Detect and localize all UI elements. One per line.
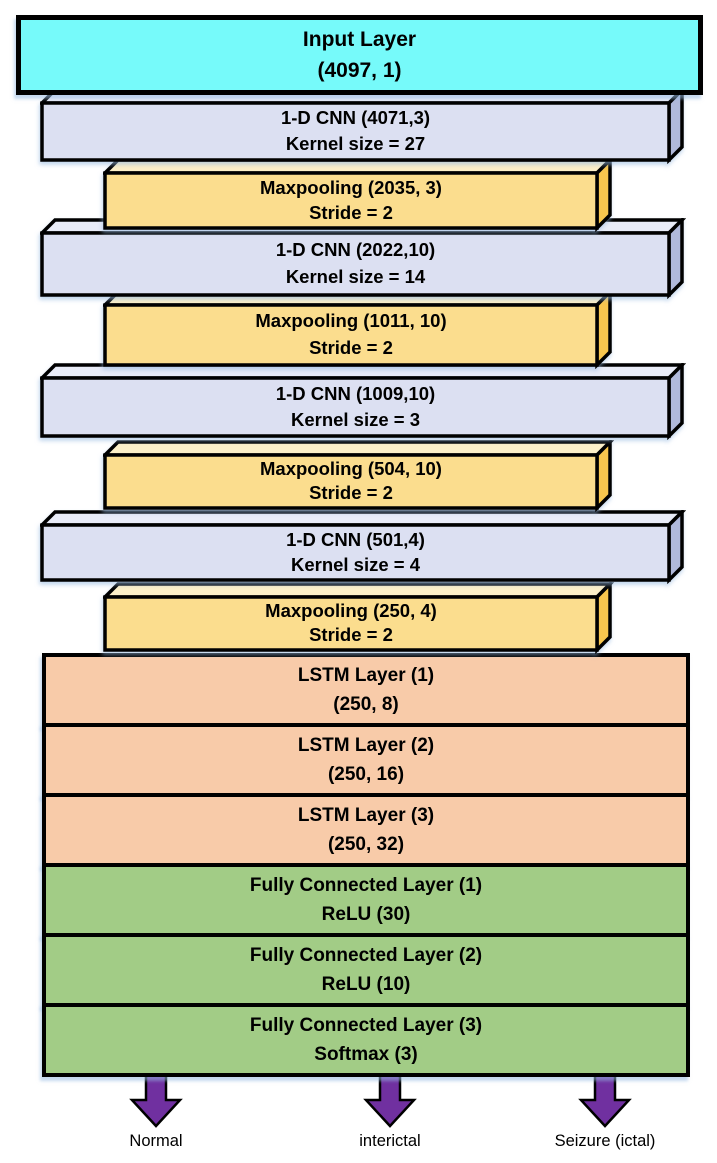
layer-lstm-1-line2: (250, 8) <box>333 693 399 715</box>
output-label-normal: Normal <box>129 1132 183 1150</box>
layer-fc-2-line2: ReLU (10) <box>321 973 411 995</box>
layer-lstm-1: LSTM Layer (1) (250, 8) <box>42 653 690 727</box>
layer-fc-2-line1: Fully Connected Layer (2) <box>249 944 483 966</box>
layer-cnn-3-line2: Kernel size = 3 <box>290 408 421 430</box>
layer-input-line2: (4097, 1) <box>317 58 402 82</box>
layer-fc-1-line1: Fully Connected Layer (1) <box>249 874 483 896</box>
layer-maxpool-1-line1: Maxpooling (2035, 3) <box>260 176 442 198</box>
layer-cnn-4-line2: Kernel size = 4 <box>290 553 421 575</box>
down-arrow-normal <box>129 1068 183 1128</box>
layer-fc-3-line2: Softmax (3) <box>314 1043 418 1065</box>
layer-fc-3-line1: Fully Connected Layer (3) <box>249 1014 483 1036</box>
down-arrow-seizure <box>578 1068 632 1128</box>
layer-maxpool-1-line2: Stride = 2 <box>309 201 393 223</box>
layer-maxpool-3-line2: Stride = 2 <box>309 482 393 504</box>
down-arrow-interictal <box>363 1068 417 1128</box>
output-label-seizure: Seizure (ictal) <box>554 1132 656 1150</box>
maxpool-3d-box-shape <box>103 440 614 512</box>
layer-cnn-3-line1: 1-D CNN (1009,10) <box>275 382 436 404</box>
cnn-3d-box-shape <box>40 510 686 584</box>
layer-maxpool-4-line1: Maxpooling (250, 4) <box>265 599 437 621</box>
output-label-interictal: interictal <box>359 1132 421 1150</box>
layer-cnn-4-line1: 1-D CNN (501,4) <box>286 528 425 550</box>
layer-maxpool-4-line2: Stride = 2 <box>309 624 393 646</box>
layer-fc-1-line2: ReLU (30) <box>321 903 411 925</box>
layer-cnn-2-line2: Kernel size = 14 <box>285 266 426 288</box>
layer-cnn-2-line1: 1-D CNN (2022,10) <box>275 238 436 260</box>
layer-lstm-1-line1: LSTM Layer (1) <box>297 664 435 686</box>
layer-input: Input Layer (4097, 1) <box>16 15 703 95</box>
cnn-3d-box-shape <box>40 363 686 440</box>
layer-lstm-2-line1: LSTM Layer (2) <box>297 734 435 756</box>
layer-fc-1: Fully Connected Layer (1) ReLU (30) <box>42 863 690 937</box>
layer-maxpool-2-line2: Stride = 2 <box>309 337 393 359</box>
layer-fc-2: Fully Connected Layer (2) ReLU (10) <box>42 933 690 1007</box>
layer-lstm-2-line2: (250, 16) <box>327 763 405 785</box>
layer-input-line1: Input Layer <box>302 27 417 51</box>
layer-maxpool-2-line1: Maxpooling (1011, 10) <box>255 310 447 332</box>
layer-maxpool-3-line1: Maxpooling (504, 10) <box>260 457 442 479</box>
layer-cnn-1-line1: 1-D CNN (4071,3) <box>280 107 431 129</box>
maxpool-3d-box-shape <box>103 582 614 654</box>
layer-cnn-1-line2: Kernel size = 27 <box>285 133 426 155</box>
layer-lstm-2: LSTM Layer (2) (250, 16) <box>42 723 690 797</box>
layer-lstm-3-line1: LSTM Layer (3) <box>297 804 435 826</box>
layer-fc-3: Fully Connected Layer (3) Softmax (3) <box>42 1003 690 1077</box>
layer-lstm-3: LSTM Layer (3) (250, 32) <box>42 793 690 867</box>
layer-lstm-3-line2: (250, 32) <box>327 833 405 855</box>
